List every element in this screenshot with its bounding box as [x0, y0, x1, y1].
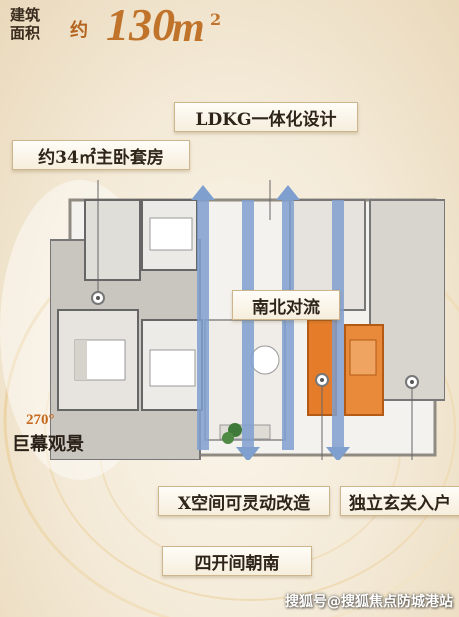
area-label-line2: 面积 — [10, 24, 41, 42]
dot-marker-icon — [91, 291, 105, 305]
tag-entrance: 独立玄关入户 — [340, 486, 459, 516]
bed-icon — [149, 217, 193, 251]
floor-plan — [50, 180, 445, 460]
area-approx: 约 — [70, 20, 88, 41]
view-angle: 270° — [26, 412, 55, 428]
arrow-down-icon — [236, 200, 260, 460]
area-label: 建筑 面积 — [10, 6, 46, 42]
entrance-desk — [349, 339, 377, 376]
area-unit: m — [172, 5, 205, 51]
tag-master-suite: 约34㎡主卧套房 — [12, 140, 190, 170]
arrow-up-icon — [276, 185, 300, 450]
bath-top — [84, 199, 141, 281]
tag-x-space: X空间可灵动改造 — [158, 486, 330, 516]
area-label-line1: 建筑 — [10, 6, 41, 24]
dining-table — [250, 345, 280, 375]
arrow-down-icon — [326, 200, 350, 460]
watermark: 搜狐号@搜狐焦点防城港站 — [285, 594, 453, 610]
tag-south-rooms: 四开间朝南 — [162, 546, 312, 576]
bed-icon — [149, 349, 196, 387]
tag-ldkg: LDKG一体化设计 — [174, 102, 358, 132]
view-caption: 巨幕观景 — [12, 434, 84, 455]
area-unit-sup: 2 — [210, 10, 222, 29]
tag-ventilation: 南北对流 — [232, 290, 340, 320]
area-number: 130 — [106, 0, 175, 50]
dot-marker-icon — [405, 375, 419, 389]
arrow-up-icon — [191, 185, 215, 450]
dot-marker-icon — [315, 373, 329, 387]
bed-icon — [74, 339, 126, 381]
plant-icon — [222, 423, 242, 444]
